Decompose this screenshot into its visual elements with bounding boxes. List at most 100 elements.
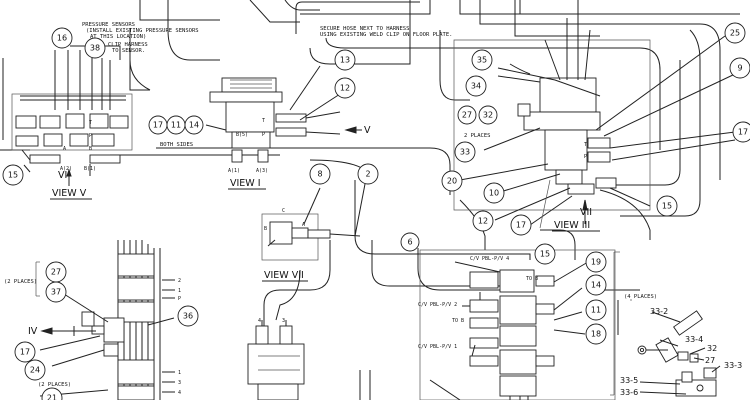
svg-text:36: 36: [183, 312, 193, 321]
pressure-sensor-block: [11, 50, 133, 186]
callout-38: 38: [84, 37, 106, 59]
port-b5-view-i: B(5): [236, 132, 248, 138]
callout-37: 37: [45, 281, 67, 303]
note-clip-harness: CLIP HARNESS: [108, 42, 148, 48]
left-valve-stack: [35, 240, 175, 400]
view-vii-title: VIEW VII: [264, 270, 304, 281]
svg-text:20: 20: [447, 177, 457, 186]
svg-text:11: 11: [171, 121, 181, 130]
callout-16: 16: [51, 27, 73, 49]
view-iii-component: [453, 0, 736, 229]
port-p-upper: P: [178, 296, 181, 302]
port-t-view-v: T: [89, 120, 92, 126]
note-pressure-sensors: PRESSURE SENSORS: [82, 22, 135, 28]
port-4-lower: 4: [178, 390, 181, 396]
svg-text:8: 8: [317, 170, 322, 179]
part-32: 32: [707, 344, 717, 353]
callout-2: 2: [357, 163, 379, 185]
callout-21: 21: [41, 387, 63, 400]
callout-11-valve-bank: 11: [585, 299, 607, 321]
view-v-title: VIEW V: [52, 188, 87, 199]
port-p-view-iii: P: [584, 154, 587, 160]
svg-text:19: 19: [591, 258, 601, 267]
callout-20: 20: [441, 170, 463, 192]
callout-35: 35: [471, 49, 493, 71]
part-numbers: 33-2 33-4 32 27 33-3 33-5 33-6: [620, 307, 742, 397]
callout-11-view-i: 11: [166, 115, 186, 135]
port-3-lower: 3: [178, 380, 181, 386]
svg-text:18: 18: [591, 330, 601, 339]
svg-text:17: 17: [153, 121, 163, 130]
part-33-2: 33-2: [650, 307, 668, 316]
note-pressure-sensors-location: AT THIS LOCATION): [90, 34, 146, 40]
note-pressure-sensors-install: (INSTALL EXISTING PRESSURE SENSORS: [86, 28, 199, 34]
note-two-places: 2 PLACES: [464, 133, 491, 139]
port-1-lower: 1: [178, 370, 181, 376]
note-both-sides: BOTH SIDES: [160, 142, 193, 148]
callout-24: 24: [24, 359, 46, 381]
svg-text:12: 12: [340, 84, 350, 93]
svg-text:15: 15: [540, 250, 550, 259]
valve-bank: [419, 249, 620, 400]
port-p-view-v: P: [89, 133, 92, 139]
part-33-3: 33-3: [724, 361, 742, 370]
svg-text:14: 14: [189, 121, 199, 130]
port-a1-view-i: A(1): [228, 168, 240, 174]
valve-labels: C/V PBL-P/V 4 TO B C/V PBL-P/V 2 TO B C/…: [418, 256, 538, 350]
callout-8: 8: [309, 163, 331, 185]
section-marker-vi: VI: [58, 170, 67, 181]
note-secure-hose-weld-clip: USING EXISTING WELD CLIP ON FLOOR PLATE.: [320, 32, 452, 38]
callout-19: 19: [585, 251, 607, 273]
part-27: 27: [705, 356, 715, 365]
note-two-places-left-lower: (2 PLACES): [38, 382, 71, 388]
port-c-view-vii: C: [282, 208, 285, 214]
svg-text:9: 9: [737, 64, 742, 73]
part-33-4: 33-4: [685, 335, 703, 344]
svg-text:27: 27: [462, 111, 472, 120]
svg-text:17: 17: [516, 221, 526, 230]
svg-text:38: 38: [90, 44, 100, 53]
svg-text:13: 13: [340, 56, 350, 65]
part-33-6: 33-6: [620, 388, 638, 397]
section-marker-vii: VII: [580, 207, 592, 218]
callout-bubbles: 16 38 15 13 12 17 11 14 35 34 27 32 33 2…: [2, 22, 750, 400]
port-labels: T P A B A(2) B(1) T P B(5) A(1) A(3) T P…: [60, 118, 587, 396]
port-a3-view-i: A(3): [256, 168, 268, 174]
svg-text:32: 32: [483, 111, 493, 120]
svg-text:15: 15: [8, 171, 18, 180]
port-t-view-i: T: [262, 118, 265, 124]
port-a-view-vii: A: [302, 222, 305, 228]
part-33-5: 33-5: [620, 376, 638, 385]
svg-text:33: 33: [460, 148, 470, 157]
note-secure-hose: SECURE HOSE NEXT TO HARNESS: [320, 26, 409, 32]
callout-32-view-iii: 32: [478, 105, 498, 125]
svg-text:37: 37: [51, 288, 61, 297]
callout-12-view-iii: 12: [472, 210, 494, 232]
view-iii-title: VIEW III: [554, 220, 590, 231]
svg-text:35: 35: [477, 56, 487, 65]
port-3-manifold: 3: [282, 318, 285, 324]
svg-text:11: 11: [591, 306, 601, 315]
svg-text:17: 17: [20, 348, 30, 357]
callout-15-valve-bank: 15: [534, 243, 556, 265]
callout-25: 25: [724, 22, 746, 44]
svg-text:10: 10: [489, 189, 499, 198]
svg-text:2: 2: [365, 170, 370, 179]
callout-27-left: 27: [45, 261, 67, 283]
port-4-manifold: 4: [258, 318, 261, 324]
port-b1-view-v: B(1): [84, 166, 96, 172]
port-b-view-vii: B: [264, 226, 267, 232]
callout-14-valve-bank: 14: [585, 274, 607, 296]
port-a2-view-v: A(2): [60, 166, 72, 172]
callout-15-left: 15: [2, 164, 24, 186]
view-vii-detail: [261, 183, 366, 261]
callout-17-left-lower: 17: [14, 341, 36, 363]
section-marker-v: V: [364, 125, 371, 136]
callout-12-view-i: 12: [334, 77, 356, 99]
note-clip-harness-sensor: TO SENSOR.: [112, 48, 145, 54]
svg-text:15: 15: [662, 202, 672, 211]
bracket-assembly: [630, 299, 721, 397]
callout-33: 33: [454, 141, 476, 163]
svg-text:12: 12: [478, 217, 488, 226]
